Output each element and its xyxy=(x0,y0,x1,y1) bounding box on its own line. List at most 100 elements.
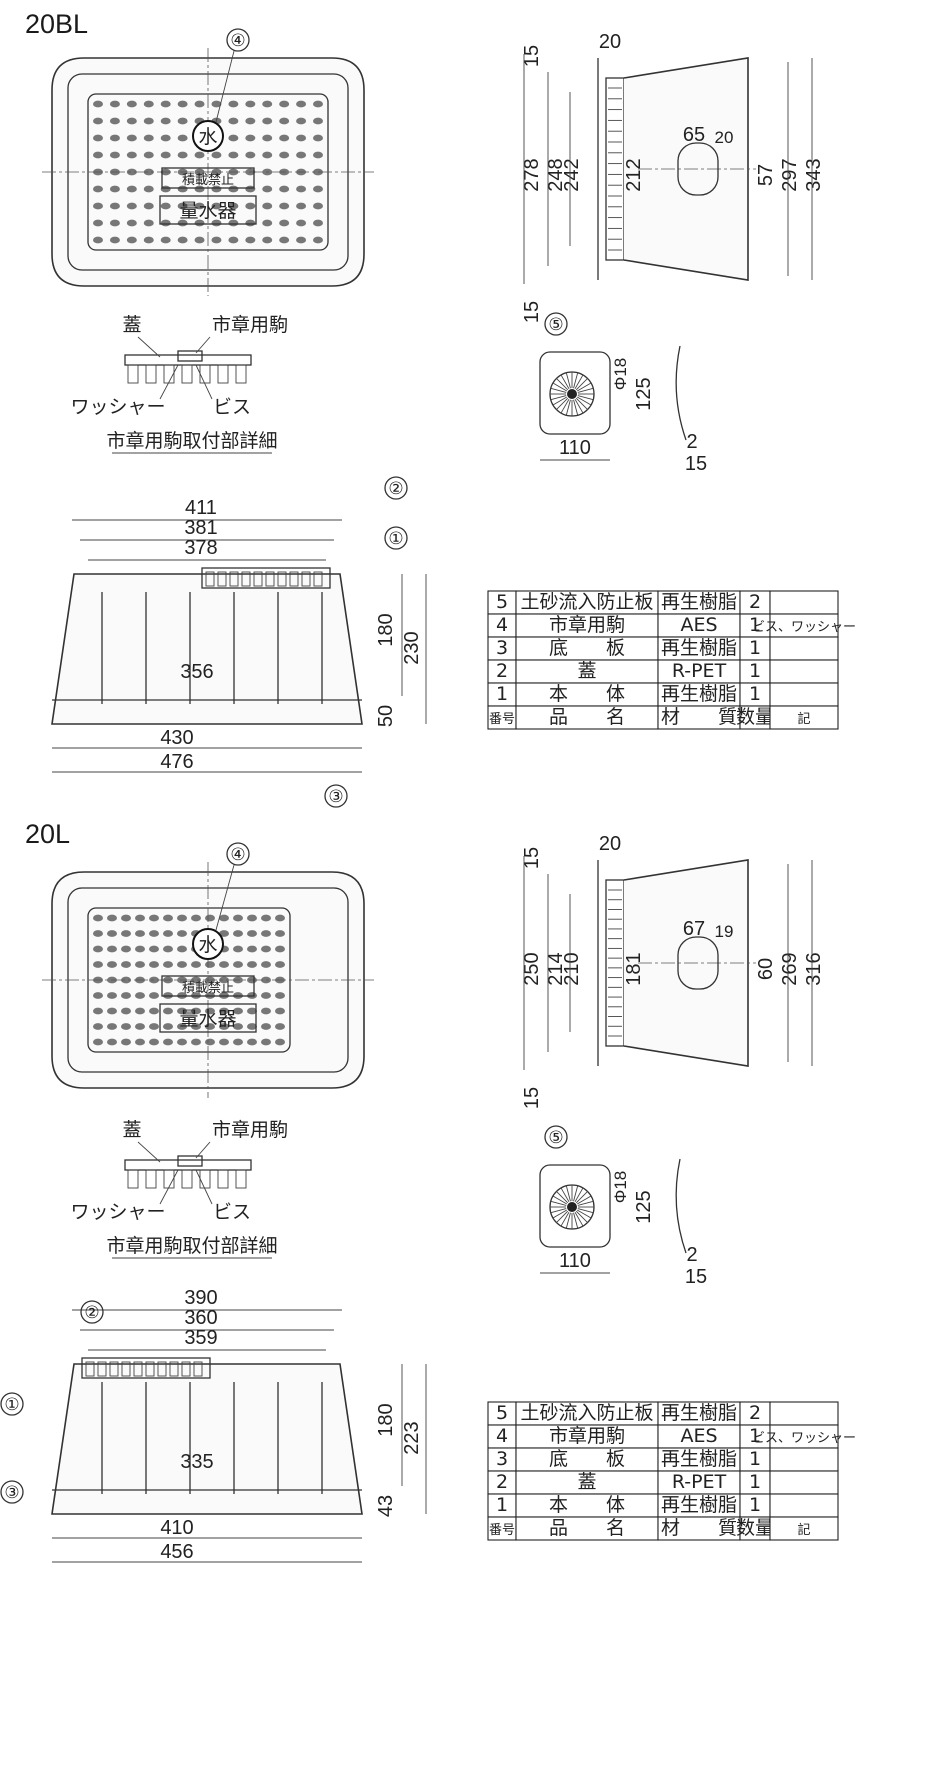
grip-cell xyxy=(296,236,307,244)
table-value: 底 板 xyxy=(549,1448,625,1470)
front-lid xyxy=(201,567,331,589)
grip-cell xyxy=(205,1038,215,1046)
callout-circle xyxy=(226,28,250,52)
grip-cell xyxy=(177,134,188,142)
detail-label-emblem: 市章用駒 xyxy=(212,1119,288,1141)
detail-label-screw: ビス xyxy=(213,396,251,418)
table-value: R-PET xyxy=(672,1471,727,1493)
load-warning-text: 積載禁止 xyxy=(182,981,234,996)
rosette-spoke xyxy=(552,382,568,392)
front-lid-rib xyxy=(85,1361,95,1377)
detail-label-screw: ビス xyxy=(213,1201,251,1223)
plate-dim-width: 110 xyxy=(559,1250,591,1272)
rosette-spoke xyxy=(577,395,594,401)
grip-cell xyxy=(228,185,239,193)
grip-cell xyxy=(233,961,243,968)
grip-cell xyxy=(109,134,120,142)
leader xyxy=(159,1169,179,1205)
grip-cell xyxy=(279,236,290,244)
table-cell xyxy=(769,1447,839,1472)
leader xyxy=(159,364,179,400)
plate-dim-diameter: Φ18 xyxy=(611,1171,630,1203)
grip-cell xyxy=(163,961,173,968)
table-cell xyxy=(769,590,839,615)
detail-rib xyxy=(235,1169,247,1189)
detail-rib xyxy=(163,364,175,384)
meter-plate xyxy=(159,1003,257,1033)
plate-dim-depth: 15 xyxy=(685,1266,707,1288)
grip-cell xyxy=(177,117,188,125)
side-opening xyxy=(677,936,719,990)
table-cell xyxy=(769,659,839,684)
side-dim-right: 269 xyxy=(779,952,801,985)
grip-cell xyxy=(93,914,103,922)
grip-cell xyxy=(109,236,120,244)
front-lid-rib xyxy=(217,571,227,587)
front-body-outline xyxy=(51,1363,363,1515)
front-dim-bottom: 456 xyxy=(160,1541,193,1563)
grip-cell xyxy=(211,202,222,210)
rosette-spoke xyxy=(550,387,567,393)
rosette-spoke xyxy=(560,398,570,414)
grip-cell xyxy=(163,1023,173,1030)
grip-cell xyxy=(135,914,145,922)
leader xyxy=(195,1141,211,1159)
grip-cell xyxy=(211,236,222,244)
grip-cell xyxy=(93,100,103,108)
callout-circle xyxy=(544,312,568,336)
grip-cell xyxy=(262,202,273,210)
grip-cell xyxy=(149,992,159,999)
detail-label-lid: 蓋 xyxy=(122,314,141,336)
front-dim-right: 180 xyxy=(375,613,397,646)
plate-outline xyxy=(539,1164,611,1248)
grip-cell xyxy=(143,202,154,210)
detail-rib xyxy=(145,364,157,384)
model-title: 20L xyxy=(25,819,70,849)
grip-cell xyxy=(121,930,131,937)
side-dim-left: 248 xyxy=(545,158,567,191)
grip-cell xyxy=(219,1023,229,1030)
grip-cell xyxy=(211,100,222,108)
grip-cell xyxy=(93,1007,103,1015)
grip-cell xyxy=(233,1007,243,1015)
grip-cell xyxy=(93,202,103,210)
grip-cell xyxy=(135,961,145,968)
grip-cell xyxy=(93,1023,103,1030)
front-dim-top: 381 xyxy=(184,517,217,539)
grip-cell xyxy=(135,945,145,953)
grip-cell xyxy=(126,134,137,142)
front-dim-right: 180 xyxy=(375,1403,397,1436)
grip-cell xyxy=(219,930,229,937)
table-header-cell: 番号 xyxy=(489,712,515,727)
callout-circle xyxy=(324,784,348,808)
rosette-spoke xyxy=(550,1200,567,1206)
rosette-spoke xyxy=(573,372,579,389)
grip-cell xyxy=(121,961,131,968)
rosette-spoke xyxy=(574,374,584,390)
grip-cell xyxy=(177,100,188,108)
detail-rib xyxy=(199,364,211,384)
grip-cell xyxy=(121,992,131,999)
grip-cell xyxy=(233,945,243,953)
grip-cell xyxy=(149,1023,159,1030)
callout-circle xyxy=(384,476,408,500)
grip-cell xyxy=(191,1023,201,1030)
grip-cell xyxy=(261,1038,271,1046)
rosette-spoke xyxy=(560,1187,570,1203)
table-value: 再生樹脂 xyxy=(661,1494,737,1516)
table-value: 2 xyxy=(496,660,508,682)
grip-cell xyxy=(205,1023,215,1030)
load-warning-plate xyxy=(161,167,255,189)
grip-cell xyxy=(135,930,145,937)
table-header-cell: 品 名 xyxy=(549,706,625,728)
grip-cell xyxy=(219,976,229,984)
grip-cell xyxy=(219,1007,229,1015)
grip-cell xyxy=(279,151,290,159)
grip-cell xyxy=(245,219,256,227)
detail-rib xyxy=(199,1169,211,1189)
table-value: 1 xyxy=(749,637,761,659)
grip-cell xyxy=(93,930,103,937)
side-dim-right: 343 xyxy=(803,158,825,191)
front-callout: ③ xyxy=(4,1483,19,1502)
grip-cell xyxy=(262,100,273,108)
